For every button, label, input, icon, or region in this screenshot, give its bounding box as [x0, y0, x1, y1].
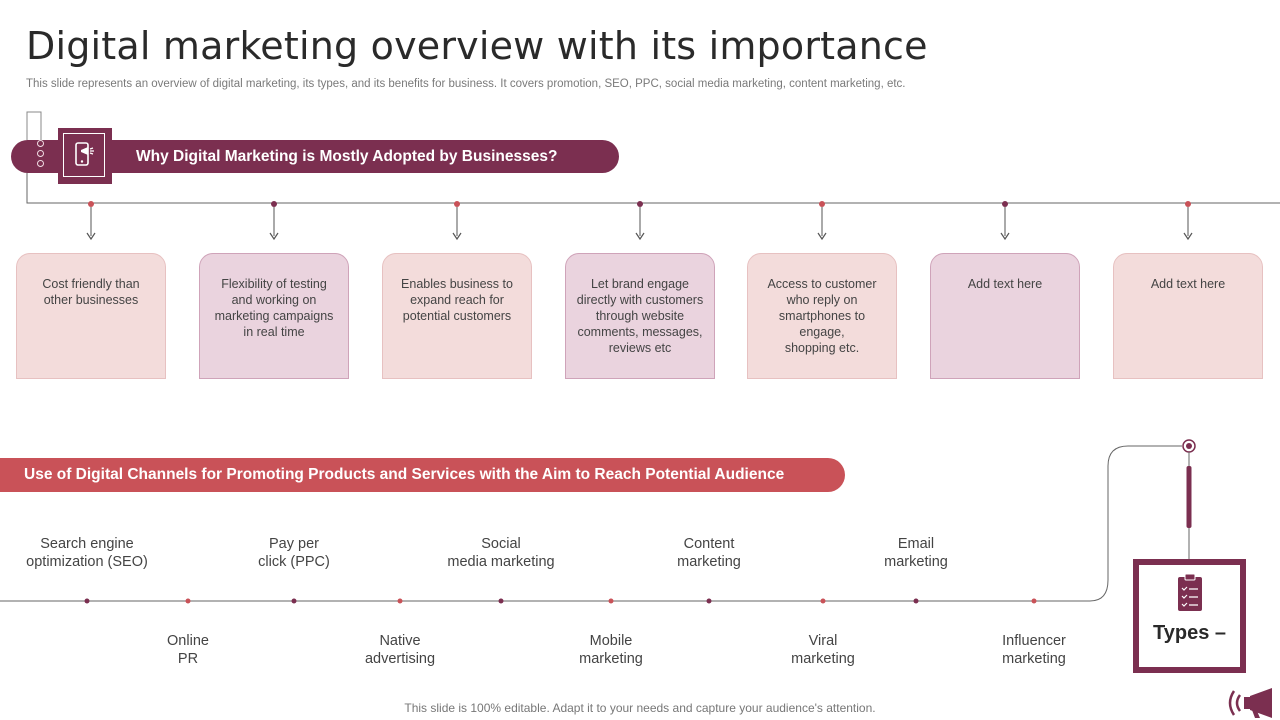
- channel-label-line: marketing: [677, 554, 741, 570]
- channel-dot: [84, 598, 90, 604]
- channel-label: Search engine optimization (SEO): [7, 535, 167, 571]
- benefit-card-line: comments, messages,: [577, 325, 703, 339]
- benefit-card-line: Enables business to: [401, 277, 513, 291]
- page-title: Digital marketing overview with its impo…: [26, 24, 928, 68]
- channel-label-line: click (PPC): [258, 554, 330, 570]
- benefit-card: Enables business to expand reach for poten…: [382, 253, 532, 379]
- types-label: Types –: [1153, 622, 1226, 644]
- benefit-card-line: who reply on: [786, 293, 858, 307]
- arrow-head: [86, 232, 96, 241]
- channel-label: Content marketing: [629, 535, 789, 571]
- timeline-dot: [1002, 201, 1008, 207]
- benefit-card-line: Add text here: [967, 277, 1043, 291]
- channel-dot: [1031, 598, 1037, 604]
- footer-note: This slide is 100% editable. Adapt it to…: [404, 701, 876, 715]
- channel-label-line: marketing: [1002, 651, 1066, 667]
- benefit-card-line: directly with customers: [576, 293, 704, 307]
- channel-label: Mobile marketing: [531, 632, 691, 668]
- channel-label-line: marketing: [579, 651, 643, 667]
- timeline-dot: [1185, 201, 1191, 207]
- channel-label-line: PR: [177, 651, 199, 667]
- benefit-card: Let brand engage directly with customers t…: [565, 253, 715, 379]
- benefit-card-line: marketing campaigns: [214, 309, 334, 323]
- channel-label-line: advertising: [364, 651, 436, 667]
- channel-dot: [820, 598, 826, 604]
- benefit-card-line: Access to customer: [767, 277, 877, 291]
- arrow-head: [817, 232, 827, 241]
- benefit-card-line: smartphones to: [778, 309, 866, 323]
- timeline-dot: [88, 201, 94, 207]
- channel-label-line: Email: [897, 536, 935, 552]
- banner-dots: [37, 140, 45, 170]
- channel-label: Pay per click (PPC): [214, 535, 374, 571]
- benefit-card-line: in real time: [243, 325, 305, 339]
- arrow-head: [1000, 232, 1010, 241]
- channel-label-line: Native: [379, 633, 421, 649]
- channel-label: Social media marketing: [421, 535, 581, 571]
- channel-label: Influencer marketing: [954, 632, 1114, 668]
- channel-label-line: Influencer: [1002, 633, 1066, 649]
- page-subtitle: This slide represents an overview of dig…: [26, 78, 906, 90]
- channel-label-line: Mobile: [589, 633, 633, 649]
- icon-box: [58, 128, 112, 184]
- channel-dot: [706, 598, 712, 604]
- benefit-card-line: through website: [595, 309, 685, 323]
- channel-label: Email marketing: [836, 535, 996, 571]
- timeline-dot: [271, 201, 277, 207]
- benefit-card-line: potential customers: [402, 309, 512, 323]
- benefit-card-line: expand reach for: [410, 293, 504, 307]
- benefit-card: Access to customer who reply on smartphone…: [747, 253, 897, 379]
- benefit-card: Flexibility of testing and working on mark…: [199, 253, 349, 379]
- digital-channels-banner: [0, 458, 845, 492]
- clipboard-checklist-icon: [1178, 573, 1202, 611]
- why-digital-marketing-heading: Why Digital Marketing is Mostly Adopted …: [136, 148, 558, 165]
- why-digital-marketing-banner: [11, 140, 619, 173]
- channel-dot: [291, 598, 297, 604]
- arrow-head: [452, 232, 462, 241]
- channel-label-line: Viral: [808, 633, 838, 649]
- channel-label: Native advertising: [320, 632, 480, 668]
- channel-label-line: Content: [683, 536, 735, 552]
- timeline-dot: [454, 201, 460, 207]
- channel-dot: [185, 598, 191, 604]
- benefit-card-line: Add text here: [1150, 277, 1226, 291]
- benefit-card-line: Flexibility of testing: [221, 277, 327, 291]
- channel-label-line: optimization (SEO): [26, 554, 148, 570]
- channel-dot: [913, 598, 919, 604]
- channel-label-line: marketing: [884, 554, 948, 570]
- channel-label-line: Pay per: [269, 536, 319, 552]
- channel-label: Viral marketing: [743, 632, 903, 668]
- channel-label-line: Social: [481, 536, 521, 552]
- channel-dot: [498, 598, 504, 604]
- megaphone-icon: [1228, 688, 1272, 718]
- digital-channels-heading: Use of Digital Channels for Promoting Pr…: [24, 466, 785, 483]
- benefit-card: Cost friendly than other businesses: [16, 253, 166, 379]
- channel-label-line: marketing: [791, 651, 855, 667]
- benefit-card-line: Let brand engage: [590, 277, 689, 291]
- icon-box-frame: [63, 133, 105, 177]
- channel-dot: [397, 598, 403, 604]
- benefit-card: Add text here: [930, 253, 1080, 379]
- benefit-card-line: reviews etc: [608, 341, 672, 355]
- benefit-card-line: shopping etc.: [784, 341, 860, 355]
- channel-label-line: Online: [167, 633, 209, 649]
- timeline-dot: [637, 201, 643, 207]
- arrow-head: [1183, 232, 1193, 241]
- channel-dot: [608, 598, 614, 604]
- arrow-head: [269, 232, 279, 241]
- benefit-card-line: other businesses: [43, 293, 139, 307]
- benefit-card: Add text here: [1113, 253, 1263, 379]
- channel-label-line: media marketing: [447, 554, 555, 570]
- benefit-card-line: engage,: [799, 325, 845, 339]
- arrow-head: [635, 232, 645, 241]
- channel-label-line: Search engine: [40, 536, 134, 552]
- benefit-card-line: Cost friendly than: [42, 277, 140, 291]
- mobile-megaphone-icon: [75, 142, 94, 166]
- benefit-card-line: and working on: [231, 293, 317, 307]
- timeline-dot: [819, 201, 825, 207]
